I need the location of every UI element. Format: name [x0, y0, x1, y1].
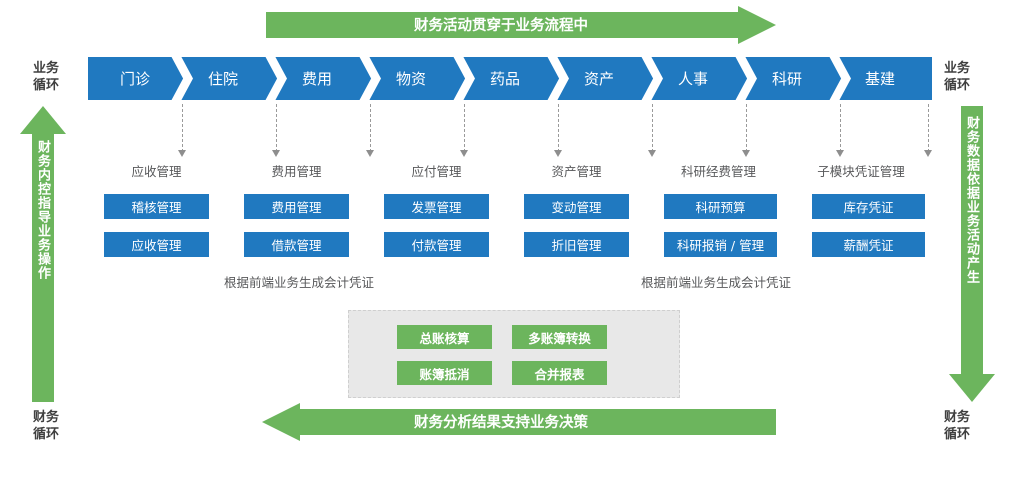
corner-label-bottom-left: 财务 循环 [33, 410, 60, 442]
connector-arrowhead [272, 150, 280, 157]
connector-arrowhead [178, 150, 186, 157]
module-box-research-budget[interactable]: 科研预算 [664, 194, 777, 219]
process-step-outpatient[interactable]: 门诊 [88, 57, 182, 100]
connector-arrowhead [648, 150, 656, 157]
process-step-label: 科研 [771, 70, 802, 88]
column-caption-asset: 资产管理 [551, 164, 602, 179]
bottom-arrow-head [262, 403, 300, 441]
process-step-inpatient[interactable]: 住院 [182, 57, 276, 100]
connector-line [652, 104, 653, 152]
connector-line [840, 104, 841, 152]
process-step-fee[interactable]: 费用 [276, 57, 370, 100]
process-step-label: 资产 [583, 70, 614, 88]
connector-line [464, 104, 465, 152]
process-step-label: 住院 [207, 70, 238, 88]
column-caption-expense: 费用管理 [271, 164, 322, 179]
connector-line [928, 104, 929, 152]
ledger-box-general-ledger[interactable]: 总账核算 [397, 325, 492, 349]
corner-label-bottom-right: 财务 循环 [944, 410, 971, 442]
connector-arrowhead [366, 150, 374, 157]
column-caption-submodule-voucher: 子模块凭证管理 [817, 164, 905, 179]
bottom-flow-arrow: 财务分析结果支持业务决策 [262, 403, 782, 443]
top-arrow-head [738, 6, 776, 44]
note-left-voucher: 根据前端业务生成会计凭证 [224, 275, 375, 290]
connector-line [746, 104, 747, 152]
right-arrow-label: 财务数据依据业务活动产生 [964, 116, 979, 284]
module-box-expense[interactable]: 费用管理 [244, 194, 349, 219]
process-step-hr[interactable]: 人事 [652, 57, 746, 100]
connector-line [370, 104, 371, 152]
process-step-drugs[interactable]: 药品 [464, 57, 558, 100]
module-box-loan[interactable]: 借款管理 [244, 232, 349, 257]
module-box-salary-voucher[interactable]: 薪酬凭证 [812, 232, 925, 257]
process-step-label: 基建 [864, 70, 895, 88]
process-step-label: 药品 [489, 70, 520, 88]
module-box-audit[interactable]: 稽核管理 [104, 194, 209, 219]
module-box-research-reimbursement[interactable]: 科研报销 / 管理 [664, 232, 777, 257]
connector-line [182, 104, 183, 152]
left-arrow-label: 财务内控指导业务操作 [35, 140, 50, 280]
note-right-voucher: 根据前端业务生成会计凭证 [641, 275, 792, 290]
top-arrow-label: 财务活动贯穿于业务流程中 [414, 18, 588, 34]
connector-arrowhead [924, 150, 932, 157]
process-step-label: 费用 [301, 70, 332, 88]
corner-label-top-right: 业务 循环 [944, 61, 971, 93]
left-arrow-head [20, 106, 66, 134]
process-step-materials[interactable]: 物资 [370, 57, 464, 100]
top-flow-arrow: 财务活动贯穿于业务流程中 [266, 6, 776, 46]
column-caption-receivable: 应收管理 [131, 164, 182, 179]
ledger-panel: 总账核算 多账簿转换 账簿抵消 合并报表 [348, 310, 680, 398]
module-box-invoice[interactable]: 发票管理 [384, 194, 489, 219]
bottom-arrow-shaft [299, 409, 776, 435]
process-step-label: 门诊 [119, 70, 150, 88]
process-step-research[interactable]: 科研 [746, 57, 840, 100]
right-arrow-head [949, 374, 995, 402]
right-arrow-shaft [961, 106, 983, 375]
process-step-assets[interactable]: 资产 [558, 57, 652, 100]
module-box-change[interactable]: 变动管理 [524, 194, 629, 219]
connector-arrowhead [836, 150, 844, 157]
column-caption-payable: 应付管理 [411, 164, 462, 179]
connector-arrowhead [554, 150, 562, 157]
module-box-depreciation[interactable]: 折旧管理 [524, 232, 629, 257]
module-box-payment[interactable]: 付款管理 [384, 232, 489, 257]
ledger-box-book-offset[interactable]: 账簿抵消 [397, 361, 492, 385]
top-arrow-shaft [266, 12, 738, 38]
right-flow-arrow: 财务数据依据业务活动产生 [949, 106, 995, 402]
process-step-label: 物资 [395, 70, 426, 88]
left-arrow-shaft [32, 133, 54, 402]
connector-line [276, 104, 277, 152]
left-flow-arrow: 财务内控指导业务操作 [20, 106, 66, 402]
connector-line [558, 104, 559, 152]
corner-label-top-left: 业务 循环 [33, 61, 60, 93]
ledger-box-multi-book-conversion[interactable]: 多账簿转换 [512, 325, 607, 349]
process-step-label: 人事 [677, 70, 708, 88]
ledger-box-consolidated-report[interactable]: 合并报表 [512, 361, 607, 385]
connector-arrowhead [742, 150, 750, 157]
module-box-inventory-voucher[interactable]: 库存凭证 [812, 194, 925, 219]
process-step-infrastructure[interactable]: 基建 [840, 57, 932, 100]
column-caption-research-fund: 科研经费管理 [680, 164, 756, 179]
module-box-receivable[interactable]: 应收管理 [104, 232, 209, 257]
bottom-arrow-label: 财务分析结果支持业务决策 [414, 415, 588, 431]
business-process-band: 门诊 住院 费用 物资 药品 资产 人事 科研 基建 [88, 56, 932, 101]
connector-arrowhead [460, 150, 468, 157]
